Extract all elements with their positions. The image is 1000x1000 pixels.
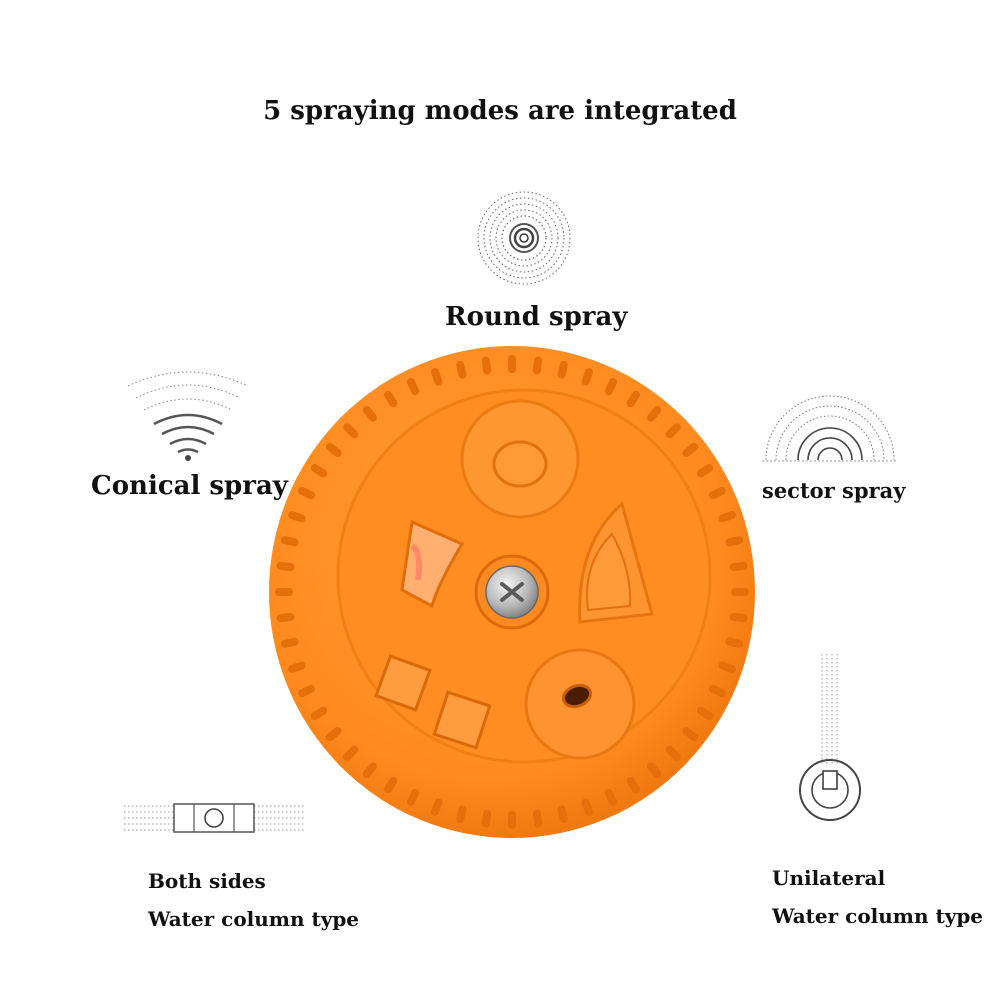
grip-notch: [581, 798, 593, 816]
sector-spray-label: sector spray: [762, 478, 906, 503]
dial-grip-notches: [275, 355, 749, 829]
conical-spray-icon: [127, 371, 249, 461]
both-sides-opening-2: [432, 690, 492, 750]
grip-notch: [310, 464, 328, 478]
grip-notch: [343, 423, 359, 439]
grip-notch: [647, 762, 662, 779]
grip-notch: [708, 684, 726, 698]
grip-notch: [406, 788, 420, 806]
headline: 5 spraying modes are integrated: [263, 96, 737, 126]
grip-notch: [310, 706, 328, 720]
grip-notch: [557, 360, 568, 379]
spray-nozzle-dial: [269, 346, 755, 838]
grip-notch: [604, 378, 618, 396]
grip-notch: [384, 776, 398, 794]
grip-notch: [280, 536, 299, 547]
grip-notch: [725, 536, 744, 547]
grip-notch: [343, 745, 359, 761]
grip-notch: [508, 355, 516, 373]
grip-notch: [731, 588, 749, 596]
conical-nozzle: [400, 519, 465, 609]
both-sides-label: Both sides: [148, 869, 266, 893]
grip-notch: [729, 612, 748, 623]
conical-spray-label: Conical spray: [91, 471, 288, 501]
grip-notch: [532, 809, 543, 828]
grip-notch: [276, 612, 295, 623]
grip-notch: [626, 390, 640, 408]
grip-notch: [718, 661, 736, 673]
grip-notch: [276, 561, 295, 572]
unilateral-label: Unilateral: [772, 866, 886, 890]
round-spray-icon: [477, 191, 571, 285]
grip-notch: [456, 805, 467, 824]
grip-notch: [431, 798, 443, 816]
grip-notch: [532, 356, 543, 375]
grip-notch: [384, 390, 398, 408]
grip-notch: [696, 706, 714, 720]
grip-notch: [626, 776, 640, 794]
grip-notch: [456, 360, 467, 379]
grip-notch: [696, 464, 714, 478]
grip-notch: [280, 637, 299, 648]
grip-notch: [581, 368, 593, 386]
both-sides-type-label: Water column type: [148, 907, 360, 931]
grip-notch: [725, 637, 744, 648]
grip-notch: [708, 486, 726, 500]
grip-notch: [682, 442, 699, 457]
both-sides-spray-icon: [124, 803, 304, 833]
grip-notch: [481, 809, 492, 828]
grip-notch: [665, 423, 681, 439]
grip-notch: [718, 511, 736, 523]
grip-notch: [665, 745, 681, 761]
grip-notch: [325, 727, 342, 742]
grip-notch: [362, 405, 377, 422]
grip-notch: [481, 356, 492, 375]
grip-notch: [298, 486, 316, 500]
sector-spray-icon: [762, 395, 898, 462]
grip-notch: [288, 661, 306, 673]
grip-notch: [288, 511, 306, 523]
grip-notch: [431, 368, 443, 386]
grip-notch: [682, 727, 699, 742]
round-spray-label: Round spray: [445, 302, 628, 332]
unilateral-spray-icon: [799, 654, 861, 821]
grip-notch: [298, 684, 316, 698]
grip-notch: [508, 811, 516, 829]
grip-notch: [406, 378, 420, 396]
grip-notch: [604, 788, 618, 806]
grip-notch: [275, 588, 293, 596]
grip-notch: [557, 805, 568, 824]
grip-notch: [647, 405, 662, 422]
both-sides-opening-1: [374, 654, 432, 712]
grip-notch: [362, 762, 377, 779]
grip-notch: [729, 561, 748, 572]
unilateral-type-label: Water column type: [772, 904, 984, 928]
grip-notch: [325, 442, 342, 457]
